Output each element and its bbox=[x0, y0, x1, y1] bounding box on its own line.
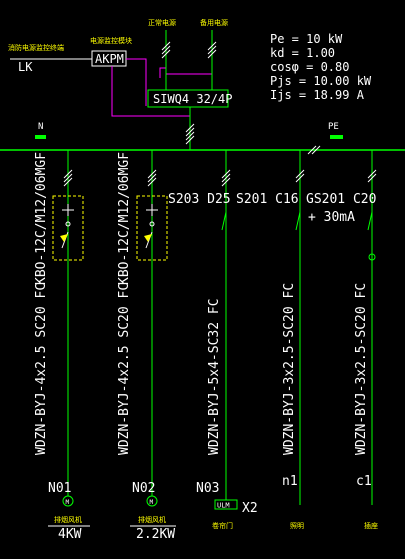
circuit-code-2: N02 bbox=[132, 481, 155, 496]
param-kd: kd = 1.00 bbox=[270, 46, 335, 60]
monitor-label: 电源监控模块 bbox=[90, 36, 132, 45]
circuit-code-1: N01 bbox=[48, 481, 71, 496]
motor-1: M bbox=[62, 495, 74, 507]
backup-source-label: 备用电源 bbox=[200, 18, 228, 27]
n-marker bbox=[35, 135, 46, 139]
cable-5-label: WDZN-BYJ-3x2.5-SC20 FC bbox=[354, 283, 369, 455]
monitor-wire-normal bbox=[159, 67, 166, 78]
cable-1-label: WDZN-BYJ-4x2.5 SC20 FC bbox=[34, 283, 49, 455]
breaker-s201-label: S201 C16 bbox=[236, 192, 299, 207]
svg-text:M: M bbox=[150, 499, 154, 506]
load-power-1: 4KW bbox=[58, 527, 82, 542]
load-name-5: 插座 bbox=[364, 521, 378, 530]
normal-source-label: 正常电源 bbox=[148, 18, 176, 27]
param-ijs: Ijs = 18.99 A bbox=[270, 88, 365, 102]
ulm-box-code: X2 bbox=[242, 501, 258, 516]
breaker-s203-label: S203 D25 bbox=[168, 192, 231, 207]
breaker-switches bbox=[221, 211, 376, 261]
cable-4-label: WDZN-BYJ-3x2.5-SC20 FC bbox=[282, 283, 297, 455]
normal-source-ticks bbox=[161, 41, 171, 59]
param-cos: cosφ = 0.80 bbox=[270, 60, 349, 74]
left-source-code: LK bbox=[18, 60, 33, 74]
kbo-1-label: KBO-12C/M12/06MGF bbox=[34, 152, 49, 285]
circuit-code-5: c1 bbox=[356, 474, 372, 489]
busbar-ticks bbox=[307, 145, 321, 155]
param-pjs: Pjs = 10.00 kW bbox=[270, 74, 372, 88]
left-source-label: 消防电源监控终端 bbox=[8, 43, 64, 52]
motor-2: M bbox=[146, 495, 158, 507]
load-name-4: 照明 bbox=[290, 522, 304, 530]
circuit-code-3: N03 bbox=[196, 481, 219, 496]
monitor-box-label: AKPM bbox=[95, 52, 124, 66]
cable-2-label: WDZN-BYJ-4x2.5 SC20 FC bbox=[117, 283, 132, 455]
motor-icon bbox=[62, 495, 74, 507]
circuit-code-4: n1 bbox=[282, 474, 298, 489]
ulm-box bbox=[214, 499, 238, 510]
branch-ticks bbox=[63, 169, 377, 187]
monitor-wire-backup bbox=[166, 68, 213, 75]
load-name-3: 卷帘门 bbox=[212, 521, 233, 530]
ats-label: SIWQ4 32/4P bbox=[153, 92, 232, 106]
load-parameters: Pe = 10 kW kd = 1.00 cosφ = 0.80 Pjs = 1… bbox=[270, 32, 372, 102]
breaker-gs201-label: GS201 C20 bbox=[306, 192, 376, 207]
kbo-2-label: KBO-12C/M12/06MGF bbox=[117, 152, 132, 285]
svg-text:M: M bbox=[66, 499, 70, 506]
backup-source-ticks bbox=[207, 41, 217, 59]
monitor-wire-ats bbox=[126, 58, 147, 106]
ats-feeder-ticks bbox=[185, 123, 195, 145]
n-label: N bbox=[38, 122, 43, 132]
param-pe: Pe = 10 kW bbox=[270, 32, 343, 46]
ats-box bbox=[147, 89, 229, 108]
motor-icon bbox=[146, 495, 158, 507]
kbo-box-2 bbox=[136, 195, 168, 261]
ulm-box-label: ULM bbox=[217, 502, 230, 510]
rcd-label: + 30mA bbox=[308, 210, 355, 225]
pe-marker bbox=[330, 135, 343, 139]
load-name-1: 排烟风机 bbox=[54, 515, 82, 524]
pe-label: PE bbox=[328, 122, 339, 132]
kbo-box-1 bbox=[52, 195, 84, 261]
load-power-2: 2.2KW bbox=[136, 527, 175, 542]
load-name-2: 排烟风机 bbox=[138, 515, 166, 524]
cable-3-label: WDZN-BYJ-5x4-SC32 FC bbox=[207, 298, 222, 455]
